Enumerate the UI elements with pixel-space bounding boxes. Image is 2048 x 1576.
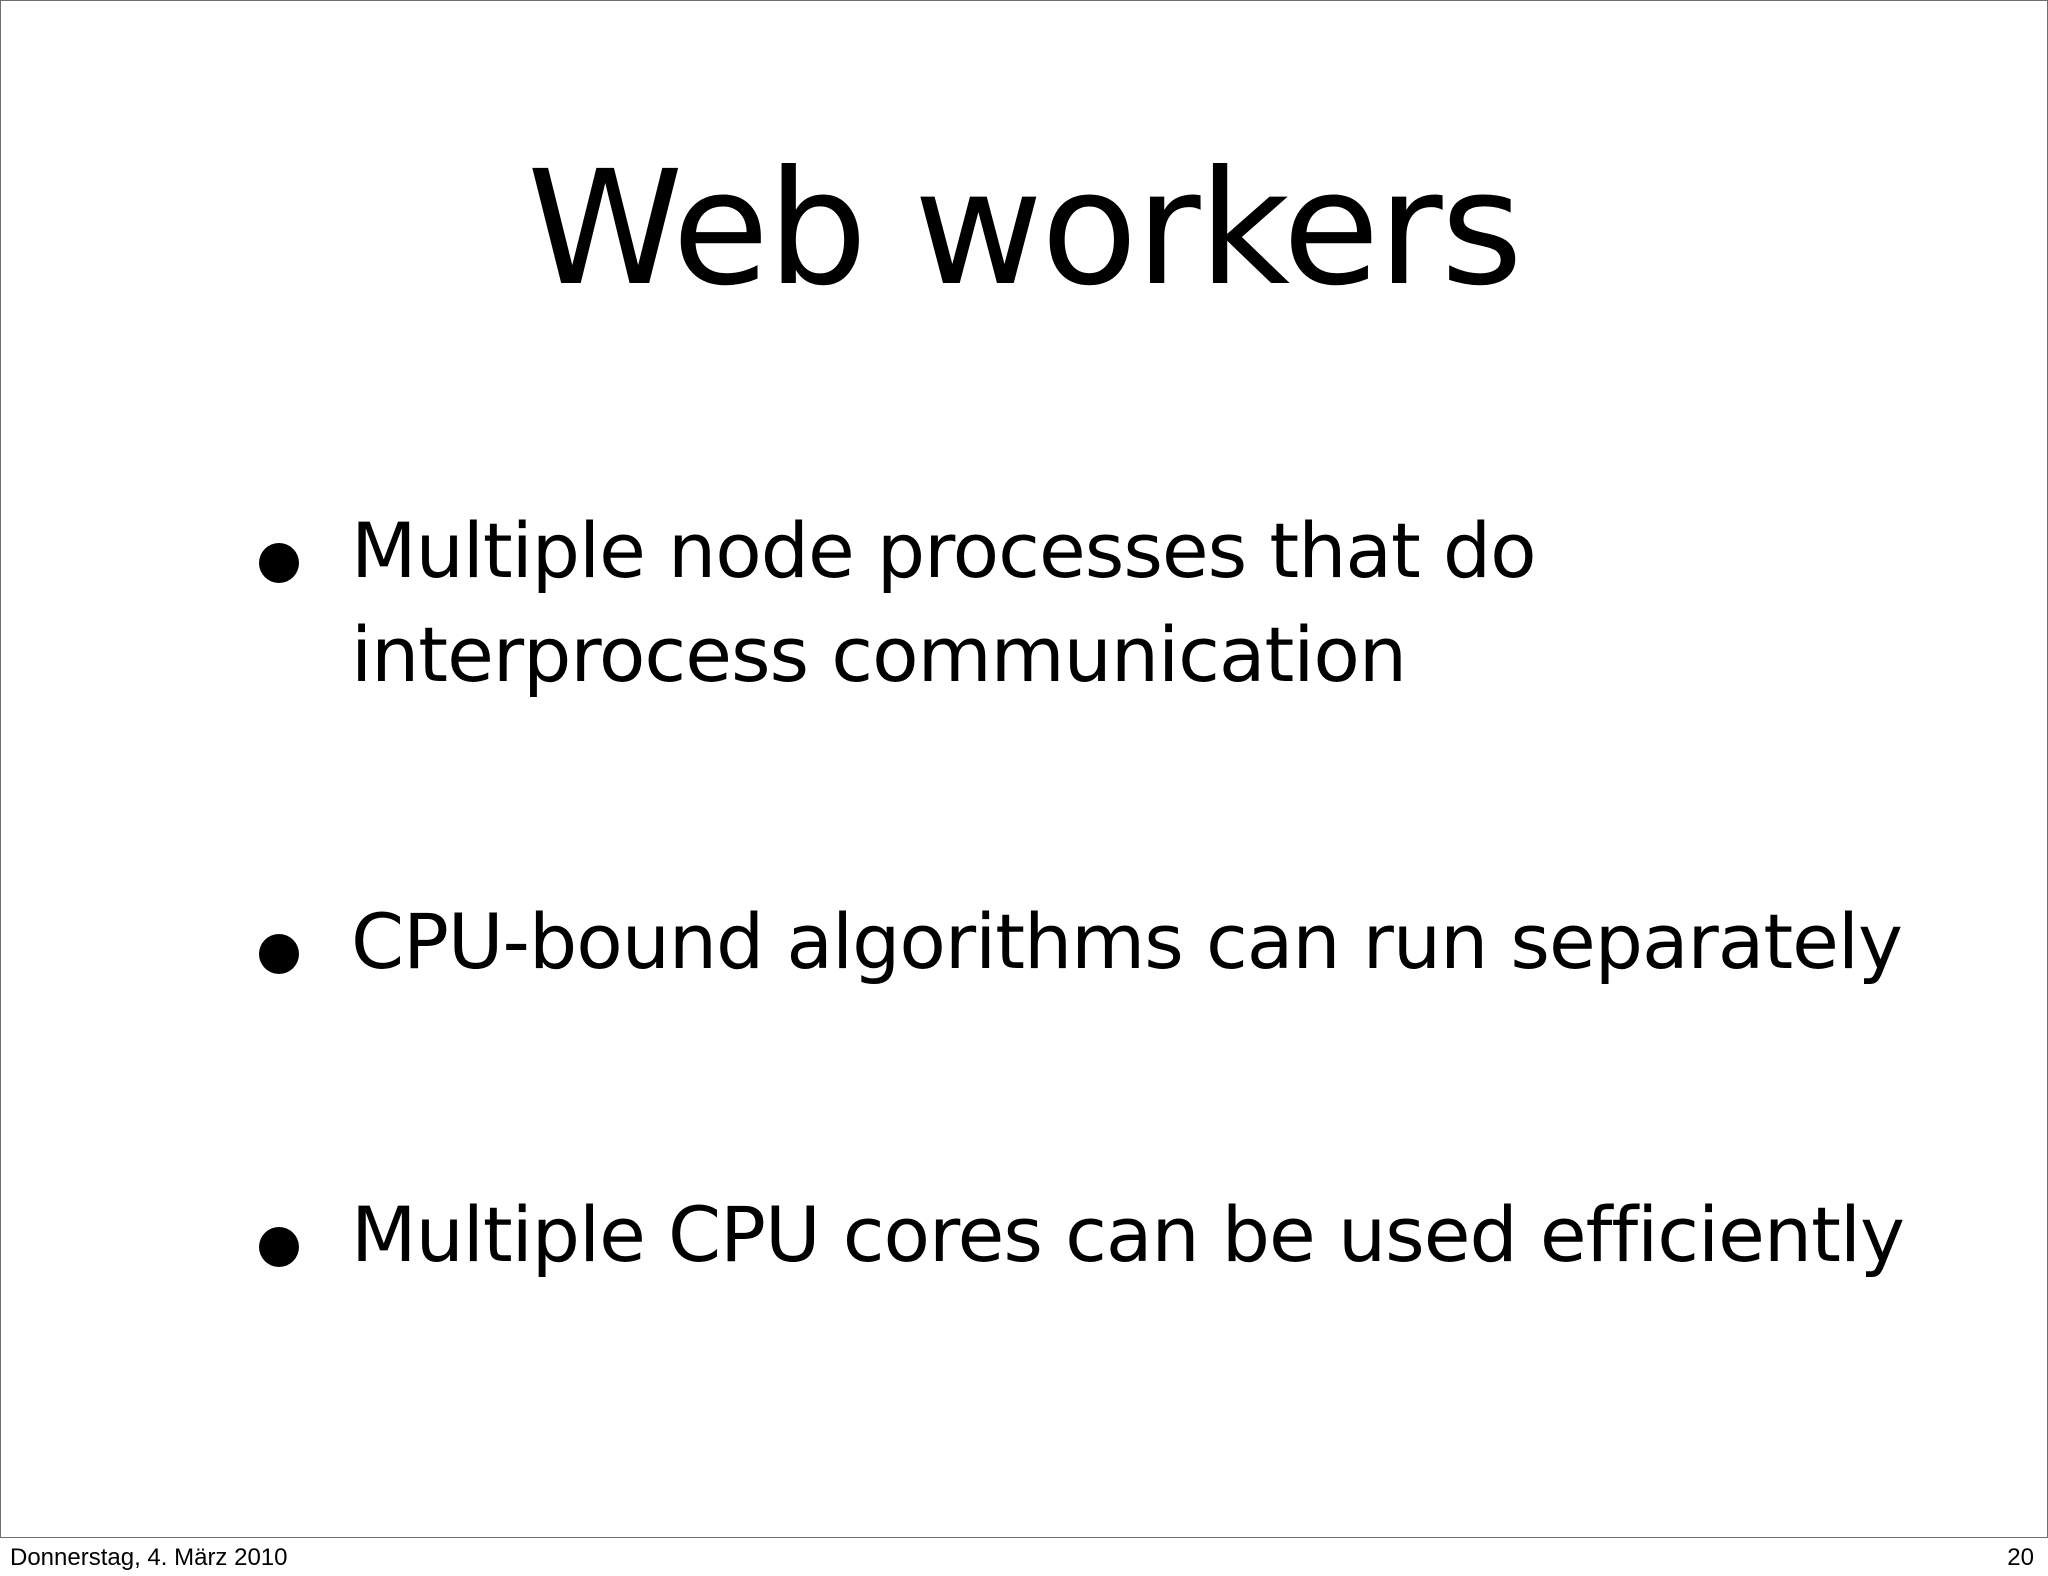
slide-footer: Donnerstag, 4. März 2010 20 [0, 1537, 2048, 1576]
bullet-dot-icon [259, 543, 299, 583]
slide-title: Web workers [527, 137, 1523, 321]
slide: Web workers Multiple node processes that… [0, 0, 2048, 1538]
bullet-dot-icon [259, 1227, 299, 1267]
bullet-text: CPU-bound algorithms can run separately [351, 897, 1903, 986]
bullet-text: Multiple CPU cores can be used efficient… [351, 1190, 1905, 1279]
footer-date: Donnerstag, 4. März 2010 [10, 1544, 288, 1571]
page-number: 20 [2007, 1544, 2034, 1571]
bullet-text: Multiple node processes that do interpro… [351, 506, 1537, 699]
bullet-dot-icon [259, 934, 299, 974]
